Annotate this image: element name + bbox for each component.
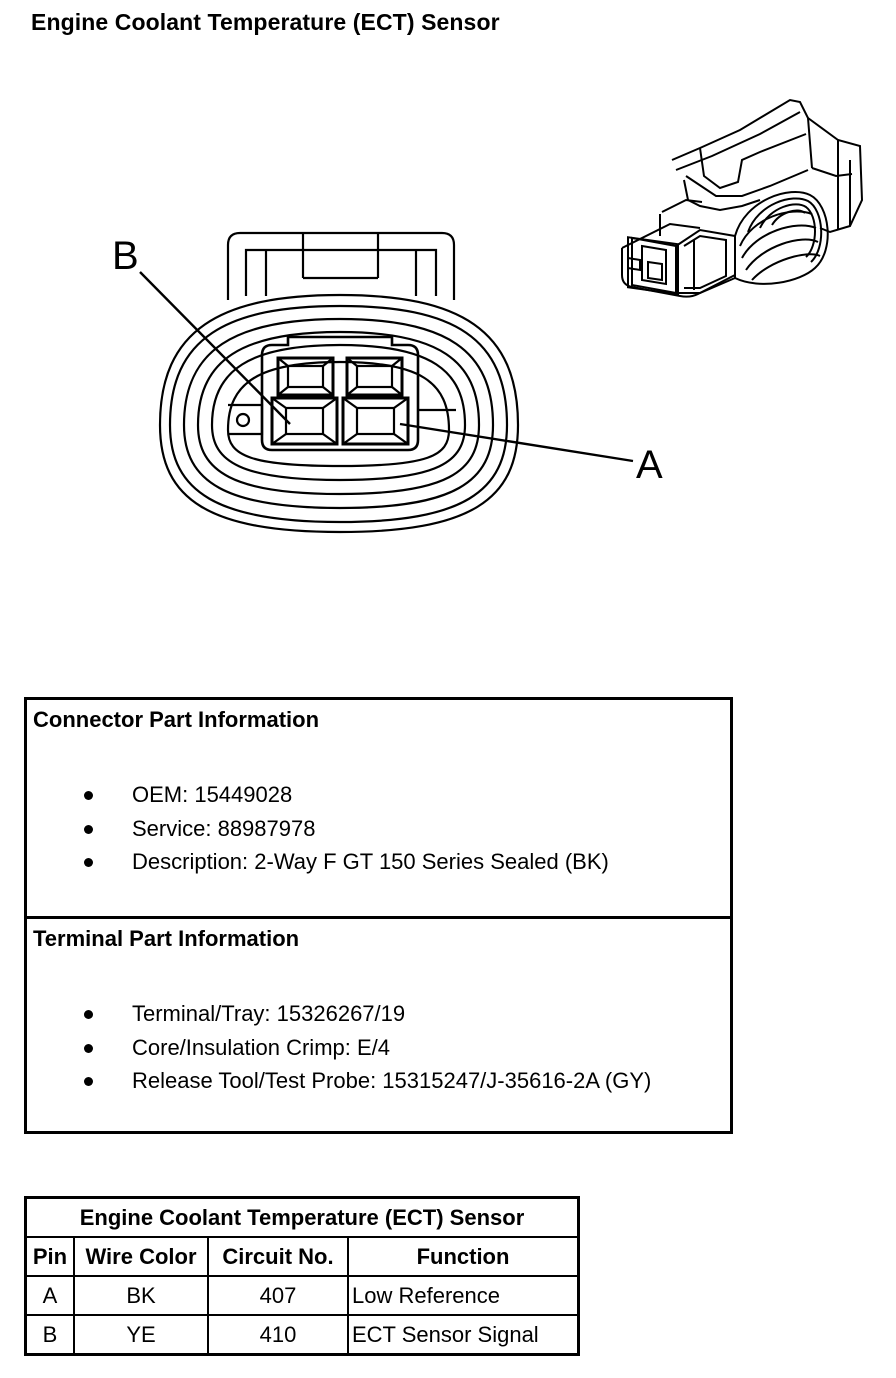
cell-function: Low Reference [347, 1275, 580, 1316]
bullet-icon [84, 824, 93, 834]
cell-pin: B [24, 1314, 75, 1356]
table-row: A BK 407 Low Reference [24, 1275, 580, 1316]
bullet-icon [84, 1077, 93, 1086]
column-header-circuit: Circuit No. [207, 1236, 349, 1277]
cell-circuit: 410 [207, 1314, 349, 1356]
bullet-icon [84, 858, 93, 867]
bullet-icon [84, 791, 93, 800]
connector-diagram [139, 98, 864, 534]
connector-part-info: Connector Part Information OEM: 15449028… [27, 700, 730, 919]
pin-table: Engine Coolant Temperature (ECT) Sensor … [24, 1196, 580, 1356]
column-header-function: Function [347, 1236, 580, 1277]
column-header-pin: Pin [24, 1236, 75, 1277]
table-row: B YE 410 ECT Sensor Signal [24, 1314, 580, 1356]
table-caption: Engine Coolant Temperature (ECT) Sensor [24, 1196, 580, 1238]
cell-wire-color: YE [73, 1314, 209, 1356]
terminal-part-info: Terminal Part Information Terminal/Tray:… [33, 926, 652, 1093]
table-header-row: Pin Wire Color Circuit No. Function [24, 1236, 580, 1277]
cell-wire-color: BK [73, 1275, 209, 1316]
bullet-icon [84, 1010, 93, 1019]
bullet-icon [84, 1043, 93, 1053]
cell-circuit: 407 [207, 1275, 349, 1316]
terminal-info-heading: Terminal Part Information [33, 926, 300, 951]
column-header-wire-color: Wire Color [73, 1236, 209, 1277]
part-info-box: Connector Part Information OEM: 15449028… [24, 697, 733, 1134]
pin-a-label: A [636, 443, 663, 487]
pin-b-label: B [112, 234, 139, 278]
table-caption-row: Engine Coolant Temperature (ECT) Sensor [24, 1196, 580, 1238]
page-title: Engine Coolant Temperature (ECT) Sensor [31, 9, 500, 35]
cell-function: ECT Sensor Signal [347, 1314, 580, 1356]
connector-info-heading: Connector Part Information [33, 707, 320, 732]
cell-pin: A [24, 1275, 75, 1316]
